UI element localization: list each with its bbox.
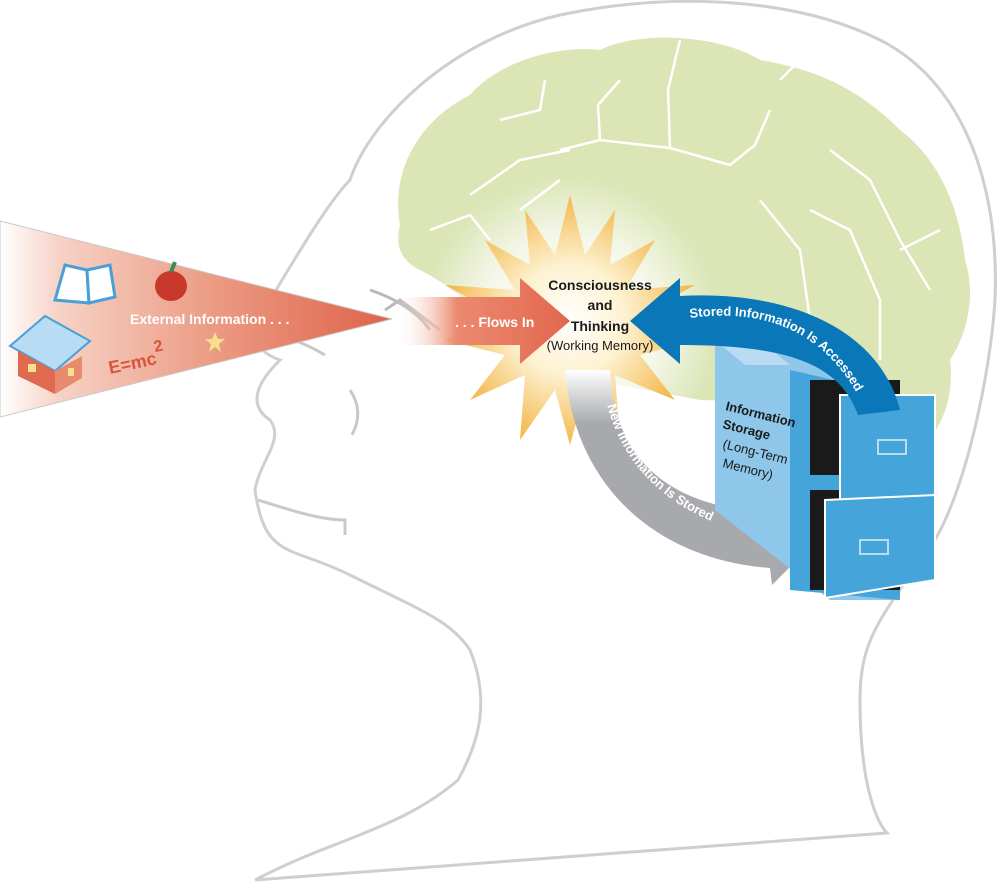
mouth-line <box>257 498 347 535</box>
apple-icon <box>155 261 187 301</box>
consciousness-burst <box>445 195 695 445</box>
flows-in-arrow <box>395 278 570 364</box>
head-outline <box>250 0 997 882</box>
svg-text:and: and <box>588 297 613 313</box>
stored-information-accessed-arrow <box>630 278 900 415</box>
cheek-line <box>348 389 360 436</box>
svg-text:Consciousness: Consciousness <box>548 277 652 293</box>
star-icon <box>205 332 225 352</box>
house-icon <box>8 314 92 394</box>
external-information-label: External Information . . . <box>130 311 289 327</box>
flows-in-label: . . . Flows In <box>455 314 534 330</box>
file-cabinet-icon <box>715 340 936 600</box>
svg-text:(Working Memory): (Working Memory) <box>547 338 654 353</box>
svg-text:Thinking: Thinking <box>571 318 629 334</box>
book-icon <box>53 263 117 305</box>
working-memory-label: Consciousness and Thinking (Working Memo… <box>547 277 654 353</box>
